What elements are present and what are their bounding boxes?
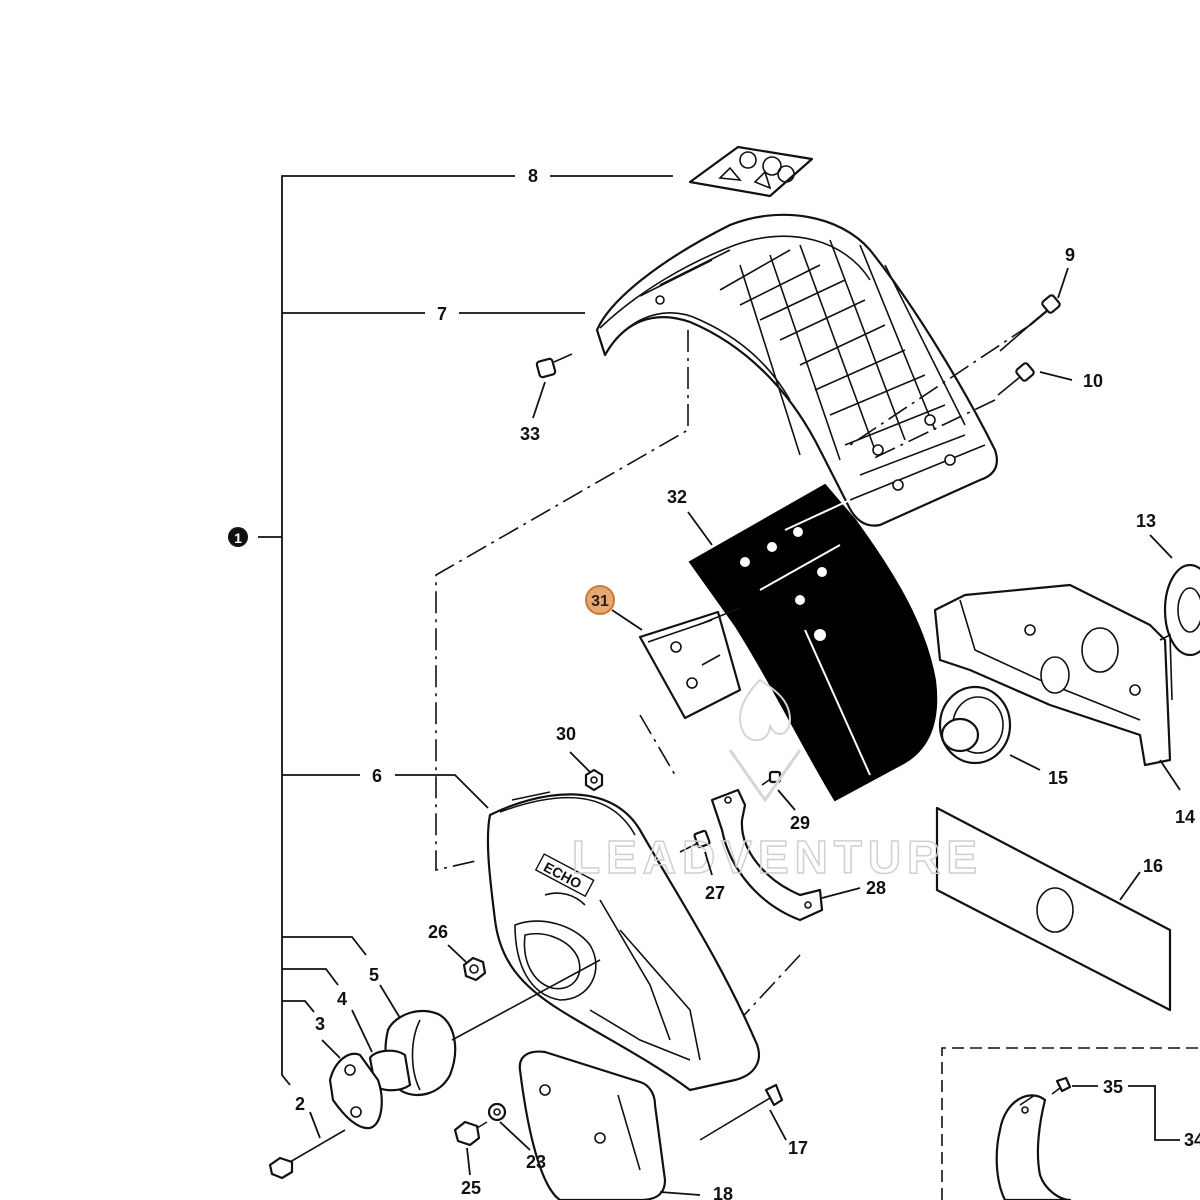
upper-guard-part-7	[595, 213, 998, 527]
callout-14: 14	[1175, 807, 1195, 827]
callout-26: 26	[428, 922, 448, 942]
callout-29: 29	[790, 813, 810, 833]
assembly-line	[869, 399, 996, 461]
washer-part-13	[1163, 563, 1200, 657]
housing-part-14	[933, 583, 1173, 767]
decal-part-8	[688, 145, 814, 198]
callout-5: 5	[369, 965, 379, 985]
clamp-part-3	[328, 1052, 383, 1130]
callout-3: 3	[315, 1014, 325, 1034]
callout-31: 31	[591, 593, 609, 610]
callout-7: 7	[437, 304, 447, 324]
callout-labels: 1 2 3 4 5 6 7 8 9 10 13 14 15 16 17 18 2…	[228, 166, 1200, 1200]
bolt-part-35	[1051, 1076, 1072, 1095]
assembly-line	[734, 954, 801, 1026]
callout-badge-1	[228, 527, 248, 547]
callout-23: 23	[526, 1152, 546, 1172]
callout-1: 1	[234, 530, 242, 546]
callout-34: 34	[1184, 1130, 1200, 1150]
bolt-part-17	[699, 1083, 784, 1141]
callout-13: 13	[1136, 511, 1156, 531]
nut-part-26	[462, 956, 487, 982]
callout-18: 18	[713, 1184, 733, 1200]
callout-30: 30	[556, 724, 576, 744]
cover-plate-part-18	[518, 1050, 667, 1200]
guard-part-34	[995, 1094, 1072, 1200]
callout-badge-31-border	[585, 585, 615, 615]
plate-part-16	[935, 806, 1172, 1012]
bolt-part-27	[679, 829, 711, 853]
callout-32: 32	[667, 487, 687, 507]
plate-part-31	[638, 607, 742, 720]
leader-lines	[309, 267, 1181, 1196]
assembly-line	[435, 330, 689, 872]
blade-guard-part-6: ECHO	[486, 791, 761, 1092]
bolt-part-10	[997, 362, 1035, 396]
nut-part-30	[584, 768, 604, 792]
callout-8: 8	[528, 166, 538, 186]
callout-15: 15	[1048, 768, 1068, 788]
callout-27: 27	[705, 883, 725, 903]
callout-17: 17	[788, 1138, 808, 1158]
callout-6: 6	[372, 766, 382, 786]
bolt-part-9	[999, 294, 1061, 352]
callout-16: 16	[1143, 856, 1163, 876]
svg-text:LEADVENTURE: LEADVENTURE	[572, 831, 983, 883]
callout-badge-31	[586, 586, 614, 614]
callout-10: 10	[1083, 371, 1103, 391]
bolt-part-25	[453, 1120, 488, 1147]
bracket-part-28	[710, 788, 824, 922]
kit-box-34	[941, 1047, 1200, 1200]
callout-4: 4	[337, 989, 347, 1009]
hub-part-15	[938, 685, 1012, 765]
callout-2: 2	[295, 1094, 305, 1114]
washer-part-23	[487, 1102, 507, 1122]
assembly-bracket	[258, 175, 673, 1086]
flap-part-32	[688, 483, 938, 802]
bolt-part-33	[535, 353, 573, 379]
bolt-part-2	[268, 1129, 346, 1180]
callout-35: 35	[1103, 1077, 1123, 1097]
callout-33: 33	[520, 424, 540, 444]
assembly-line	[639, 714, 676, 776]
callout-28: 28	[866, 878, 886, 898]
callout-25: 25	[461, 1178, 481, 1198]
watermark: LEADVENTURE	[571, 678, 983, 884]
callout-9: 9	[1065, 245, 1075, 265]
